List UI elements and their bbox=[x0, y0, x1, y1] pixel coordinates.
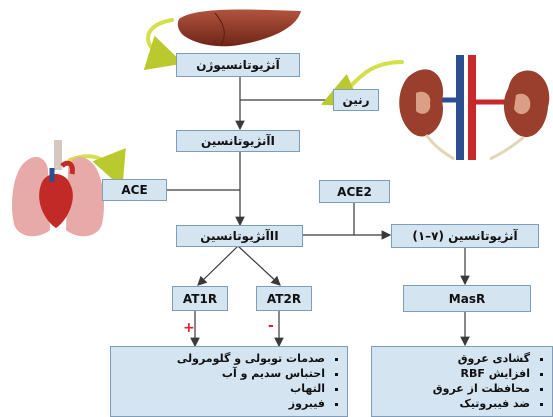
list-item: ضد فیبروتیک bbox=[376, 396, 530, 411]
at1r-plus-sign: + bbox=[183, 320, 195, 336]
node-ace: ACE bbox=[102, 179, 167, 201]
node-angiotensinogen: آنژیوتانسیوژن bbox=[176, 53, 300, 77]
list-item: گشادی عروق bbox=[376, 351, 530, 366]
node-at1r: AT1R bbox=[172, 286, 228, 311]
at2r-minus-sign: - bbox=[268, 318, 274, 334]
node-angiotensin-2: آنژیوتانسینII bbox=[176, 225, 303, 247]
arrow-ang2-to-at2r bbox=[238, 246, 280, 285]
arrow-ang2-to-at1r bbox=[198, 246, 238, 285]
list-item: صدمات توبولی و گلومرولی bbox=[115, 351, 325, 366]
at1r-effects-list: صدمات توبولی و گلومرولی احتباس سدیم و آب… bbox=[110, 346, 348, 417]
node-angiotensin-1: آنژیوتانسینI bbox=[176, 130, 300, 152]
node-angiotensin-1-7: آنژیوتانسین (۷–۱) bbox=[391, 224, 539, 248]
curved-arrow-liver bbox=[148, 20, 172, 60]
list-item: افزایش RBF bbox=[376, 366, 530, 381]
list-item: فیبروز bbox=[115, 396, 325, 411]
lung-heart-icon bbox=[8, 140, 108, 245]
node-at2r: AT2R bbox=[256, 286, 312, 311]
node-ace2: ACE2 bbox=[319, 180, 390, 203]
node-renin: رنین bbox=[333, 89, 379, 111]
masr-effects-list: گشادی عروق افزایش RBF محافظت از عروق ضد … bbox=[371, 346, 553, 417]
list-item: احتباس سدیم و آب bbox=[115, 366, 325, 381]
list-item: محافظت از عروق bbox=[376, 381, 530, 396]
node-masr: MasR bbox=[403, 285, 531, 312]
liver-icon bbox=[175, 5, 305, 50]
list-item: التهاب bbox=[115, 381, 325, 396]
kidney-icon bbox=[398, 55, 552, 160]
